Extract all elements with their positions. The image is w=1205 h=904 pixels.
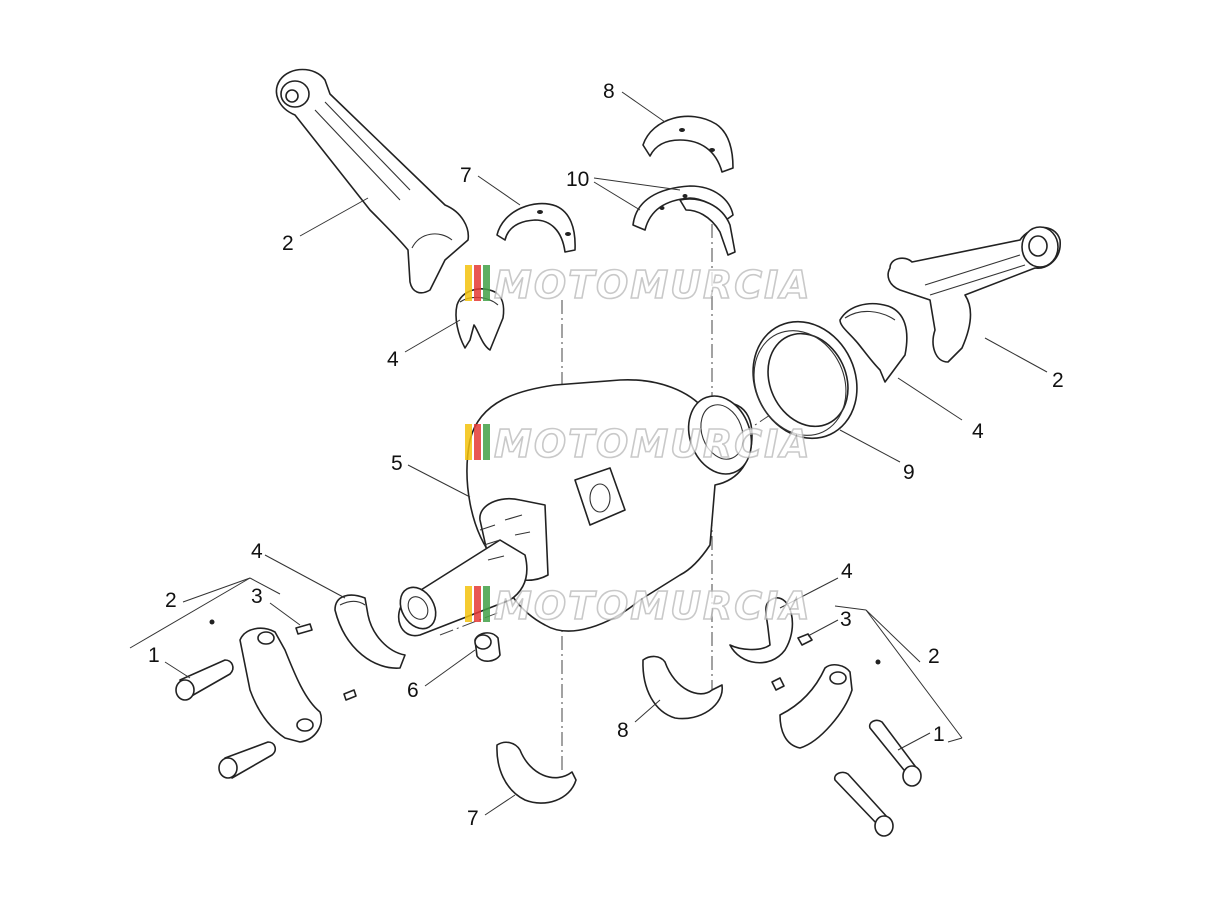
dowel-left-3: [209, 619, 357, 701]
conrod-cap-left-2: [239, 627, 322, 743]
callout-5-crankshaft: 5: [391, 452, 403, 475]
callout-2-cap-left: 2: [165, 589, 177, 612]
callout-4-shell-upper-left: 4: [387, 348, 399, 371]
callout-2-conrod-right: 2: [1052, 369, 1064, 392]
main-bearing-lower-8: [642, 655, 723, 720]
callout-1-bolt-left: 1: [148, 644, 160, 667]
callout-1-bolt-right: 1: [933, 723, 945, 746]
watermark-bottom: MOTOMURCIA: [465, 583, 812, 629]
oil-seal-9: [752, 320, 858, 440]
main-bearing-upper-8: [642, 115, 734, 173]
callout-2-conrod-top: 2: [282, 232, 294, 255]
conrod-shell-upper-right-4: [839, 302, 908, 383]
conrod-cap-right-2: [779, 663, 853, 749]
bolt-left-upper-1: [175, 659, 234, 701]
thrust-washers-10: [632, 185, 736, 256]
callout-7-bearing-bottom: 7: [467, 807, 479, 830]
callout-8-bearing-top: 8: [603, 80, 615, 103]
svg-text:MOTOMURCIA: MOTOMURCIA: [494, 584, 812, 628]
callout-3-dowel-right: 3: [840, 608, 852, 631]
callout-4-shell-lower-left: 4: [251, 540, 263, 563]
callout-4-shell-upper-right: 4: [972, 420, 984, 443]
callout-7-bearing-top: 7: [460, 164, 472, 187]
conrod-shell-lower-right-4: [729, 597, 794, 664]
dowel-right-3: [771, 633, 881, 691]
svg-text:MOTOMURCIA: MOTOMURCIA: [494, 422, 812, 466]
bolt-right-1: [833, 719, 922, 837]
callout-8-bearing-bottom: 8: [617, 719, 629, 742]
bush-6: [474, 632, 501, 662]
svg-text:MOTOMURCIA: MOTOMURCIA: [494, 263, 812, 307]
callout-3-dowel-left: 3: [251, 585, 263, 608]
callout-4-shell-lower-right: 4: [841, 560, 853, 583]
conrod-shell-lower-left-4: [334, 594, 406, 669]
connecting-rod-right: [887, 226, 1061, 363]
watermark-middle: MOTOMURCIA: [465, 421, 812, 467]
callout-6-bush: 6: [407, 679, 419, 702]
crankshaft-5: [397, 379, 753, 637]
leader-lines: [129, 91, 1048, 816]
callout-10-thrust-washers: 10: [566, 168, 589, 191]
callout-9-seal: 9: [903, 461, 915, 484]
watermark-top: MOTOMURCIA: [465, 262, 812, 308]
callout-2-cap-right: 2: [928, 645, 940, 668]
main-bearing-upper-7: [496, 202, 576, 253]
main-bearing-lower-7: [496, 741, 577, 804]
connecting-rod-upper-left: [275, 68, 470, 294]
callout-labels: 2 7 8 10 4 2 4 9 5 4 2 3 1 6 4 3 2 8 1 7: [148, 80, 1064, 830]
bolt-left-lower-1: [218, 741, 277, 779]
